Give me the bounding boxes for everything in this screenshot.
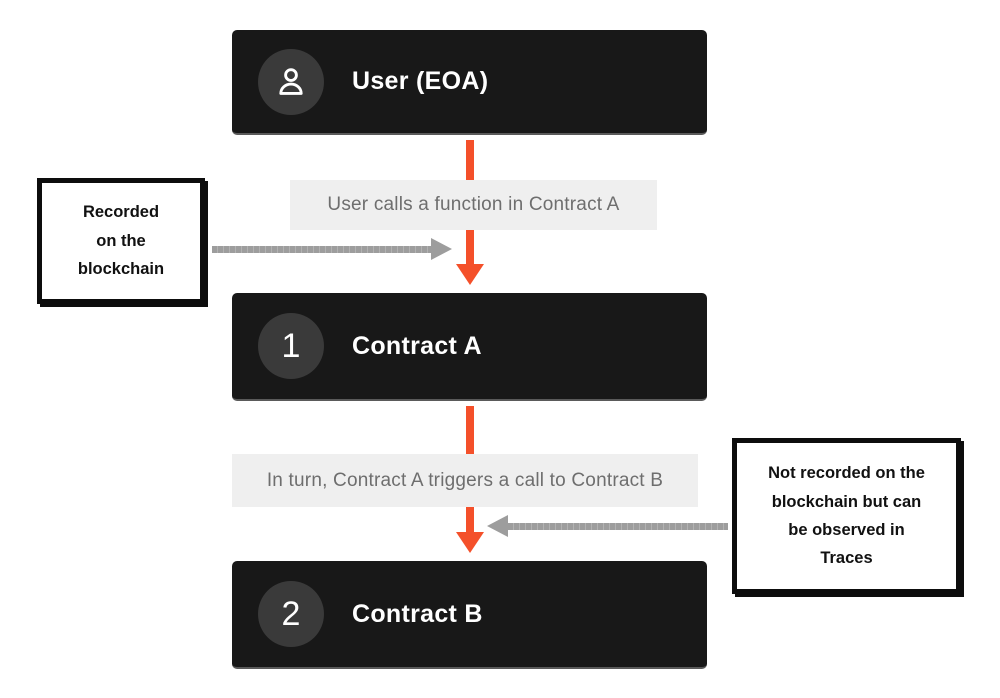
flow-label-text: User calls a function in Contract A [327,194,620,215]
node-label: Contract A [352,331,482,360]
flow-label-text: In turn, Contract A triggers a call to C… [266,469,664,491]
node-contract-a: 1 Contract A [232,293,707,401]
node-contract-b: 2 Contract B [232,561,707,669]
step-badge-1: 1 [258,313,324,379]
note-text: Recorded on the blockchain [77,203,165,279]
user-badge [258,48,324,115]
note-not-recorded-observed-in-traces: Not recorded on the blockchain but can b… [732,438,961,594]
note-arrow-recorded-head-icon [431,238,452,260]
node-user-eoa: User (EOA) [232,30,707,135]
person-icon [279,67,303,95]
arrow-contract-a-to-contract-b-head-icon [456,532,484,553]
arrow-user-to-contract-a-head-icon [456,264,484,285]
node-label: Contract B [352,599,483,628]
note-arrow-recorded-shaft [212,246,432,253]
node-label: User (EOA) [352,67,489,95]
flow-label-user-calls-contract-a: User calls a function in Contract A [290,180,657,230]
note-text: Not recorded on the blockchain but can b… [768,464,925,568]
note-recorded-on-blockchain: Recorded on the blockchain [37,178,205,304]
flow-label-contract-a-triggers-contract-b: In turn, Contract A triggers a call to C… [232,454,698,507]
note-arrow-not-recorded-head-icon [487,515,508,537]
note-arrow-not-recorded-shaft [508,523,728,530]
step-badge-2: 2 [258,581,324,647]
